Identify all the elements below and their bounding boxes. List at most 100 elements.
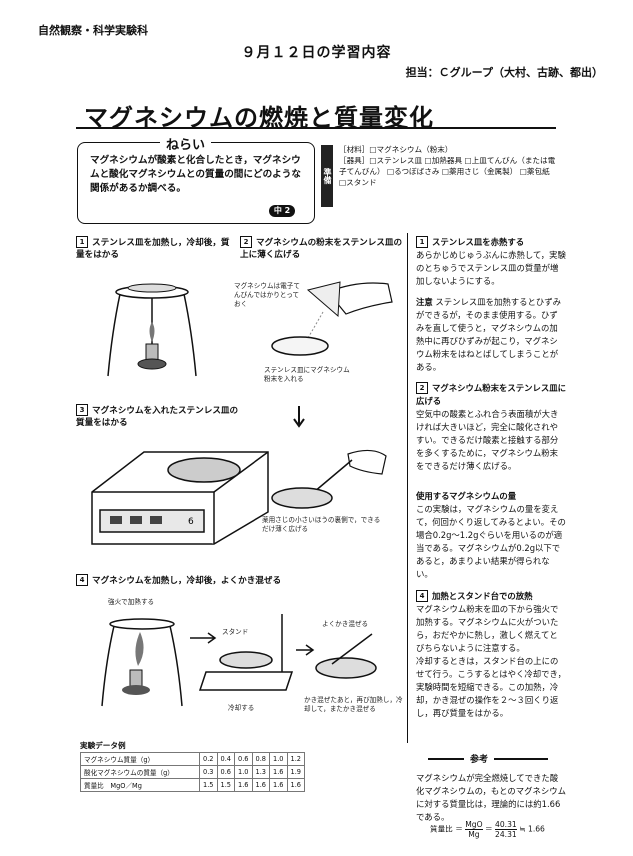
note-2-body: 空気中の酸素とふれ合う表面積が大きければ大きいほど，完全に酸化されやすい。できる… xyxy=(416,409,559,471)
step-2-note-2: ステンレス皿にマグネシウム粉末を入れる xyxy=(264,366,350,383)
tripod-icon xyxy=(107,285,197,377)
step-4-stand-label: スタンド xyxy=(222,628,249,636)
step-4-cool-label: 冷却する xyxy=(228,704,255,712)
table-cell: 0.6 xyxy=(234,752,253,766)
spoon-icon xyxy=(313,459,353,493)
scale-display: 6 xyxy=(188,517,194,527)
note-4-body: マグネシウム粉末を皿の下から強火で加熱する。マグネシウムに火がついたら，おだやか… xyxy=(416,604,559,653)
amount-body: この実験は，マグネシウムの量を変えて，何回かくり返してみるとよい。その場合0.2… xyxy=(416,504,566,579)
dish-icon xyxy=(127,283,177,293)
step-1-illustration xyxy=(107,283,197,377)
table-cell: 1.6 xyxy=(234,778,253,792)
table-cell: 0.3 xyxy=(199,765,218,779)
table-cell: 0.2 xyxy=(199,752,218,766)
table-cell: 1.0 xyxy=(269,752,288,766)
down-arrow-icon xyxy=(293,406,305,428)
scale-buttons xyxy=(110,516,162,524)
note-4-number: 4 xyxy=(416,590,428,602)
paper-icon xyxy=(306,281,341,318)
table-cell: 1.0 xyxy=(234,765,253,779)
powder-stream-icon xyxy=(307,311,324,339)
aim-label: ねらい xyxy=(160,134,212,153)
note-2-number: 2 xyxy=(416,382,428,394)
reference-body: マグネシウムが完全燃焼してできた酸化マグネシウムの，もとのマグネシウムに対する質… xyxy=(416,773,566,822)
step-3-number: 3 xyxy=(76,404,88,416)
table-cell: 1.2 xyxy=(286,752,305,766)
step-4-text: マグネシウムを加熱し，冷却後，よくかき混ぜる xyxy=(92,576,282,586)
step-2-note-1: マグネシウムは電子てんびんではかりとっておく xyxy=(234,282,300,308)
note-2-title: マグネシウム粉末をステンレス皿に広げる xyxy=(416,383,566,406)
row-label: 質量比 MgO／Mg xyxy=(80,778,200,792)
table-cell: 1.5 xyxy=(199,778,218,792)
table-cell: 1.3 xyxy=(251,765,270,779)
grade-badge: 中 2 xyxy=(269,205,295,217)
dish-icon xyxy=(271,487,333,509)
title-rule xyxy=(76,127,556,129)
reference-title: 参考 xyxy=(464,752,495,765)
burner-icon xyxy=(122,669,150,695)
burner-icon xyxy=(137,343,167,370)
materials-line: ［材料］□マグネシウム（粉末） xyxy=(339,145,453,154)
step-4-label: 4 マグネシウムを加熱し，冷却後，よくかき混ぜる xyxy=(76,574,306,587)
aim-text: マグネシウムが酸素と化合したとき，マグネシウムと酸化マグネシウムとの質量の間にど… xyxy=(90,155,301,194)
note-4-head: 4 加熱とスタンド台での放熱 xyxy=(416,590,566,603)
step-4-fire-label: 強火で加熱する xyxy=(108,598,155,606)
hand-icon xyxy=(327,282,393,315)
column-divider xyxy=(407,233,408,743)
step-4-number: 4 xyxy=(76,574,88,586)
note-4: 4 加熱とスタンド台での放熱 マグネシウム粉末を皿の下から強火で加熱する。マグネシ… xyxy=(416,590,566,720)
table-cell: 0.4 xyxy=(216,752,235,766)
caution-body: ステンレス皿を加熱するとひずみができるが，そのまま使用する。ひずみを直して使うと… xyxy=(416,297,562,372)
dish-icon xyxy=(271,336,329,356)
staff-credit: 担当：Ｃグループ（大村、古跡、都出） xyxy=(405,66,603,79)
table-cell: 0.8 xyxy=(251,752,270,766)
row-label: マグネシウム質量（g） xyxy=(80,752,200,766)
table-cell: 1.6 xyxy=(269,765,288,779)
table-cell: 1.6 xyxy=(269,778,288,792)
flame-icon xyxy=(149,322,155,342)
step-2-number: 2 xyxy=(240,236,252,248)
caution-note: 注意 ステンレス皿を加熱するとひずみができるが，そのまま使用する。ひずみを直して… xyxy=(416,296,566,374)
mixing-dish-icon xyxy=(315,633,377,679)
table-cell: 1.6 xyxy=(251,778,270,792)
hand-icon xyxy=(347,449,387,475)
table-cell: 1.6 xyxy=(286,778,305,792)
step-1-text: ステンレス皿を加熱し，冷却後，質量をはかる xyxy=(76,238,230,260)
note-4-title: 加熱とスタンド台での放熱 xyxy=(432,591,533,601)
step-1-number: 1 xyxy=(76,236,88,248)
row-label: 酸化マグネシウムの質量（g） xyxy=(80,765,200,779)
step-3-note: 薬用さじの小さいほうの裏側で，できるだけ薄く広げる xyxy=(262,516,381,533)
flame-icon xyxy=(135,632,144,666)
prep-label: 準備 xyxy=(321,145,333,207)
stand-icon xyxy=(198,614,294,691)
note-1-title: ステンレス皿を赤熱する xyxy=(432,237,525,247)
step-2-text: マグネシウムの粉末をステンレス皿の上に薄く広げる xyxy=(240,238,403,260)
amount-note: 使用するマグネシウムの量 この実験は，マグネシウムの量を変えて，何回かくり返して… xyxy=(416,490,566,581)
page-date-title: ９月１２日の学習内容 xyxy=(241,45,392,61)
scale-illustration: 6 xyxy=(91,451,269,545)
tools-line: ［器具］□ステンレス皿 □加熱器具 □上皿てんびん（または電子てんびん） □るつ… xyxy=(339,156,556,187)
caution-head: 注意 xyxy=(416,297,433,307)
dish-icon xyxy=(167,457,241,483)
step-4-note: かき混ぜたあと，再び加熱し，冷却して，またかき混ぜる xyxy=(304,696,403,713)
table-cell: 1.5 xyxy=(216,778,235,792)
spread-illustration xyxy=(271,449,387,509)
note-4-body-2: 冷却するときは，スタンド台の上にのせて行う。こうするとはやく冷却でき，実験時間を… xyxy=(416,656,566,718)
amount-head: 使用するマグネシウムの量 xyxy=(416,491,517,501)
step-3-text: マグネシウムを入れたステンレス皿の質量をはかる xyxy=(76,406,239,428)
course-name: 自然観察・科学実験科 xyxy=(38,24,148,37)
note-1-body: あらかじめじゅうぶんに赤熱して，実験のとちゅうでステンレス皿の質量が増加しないよ… xyxy=(416,250,566,286)
